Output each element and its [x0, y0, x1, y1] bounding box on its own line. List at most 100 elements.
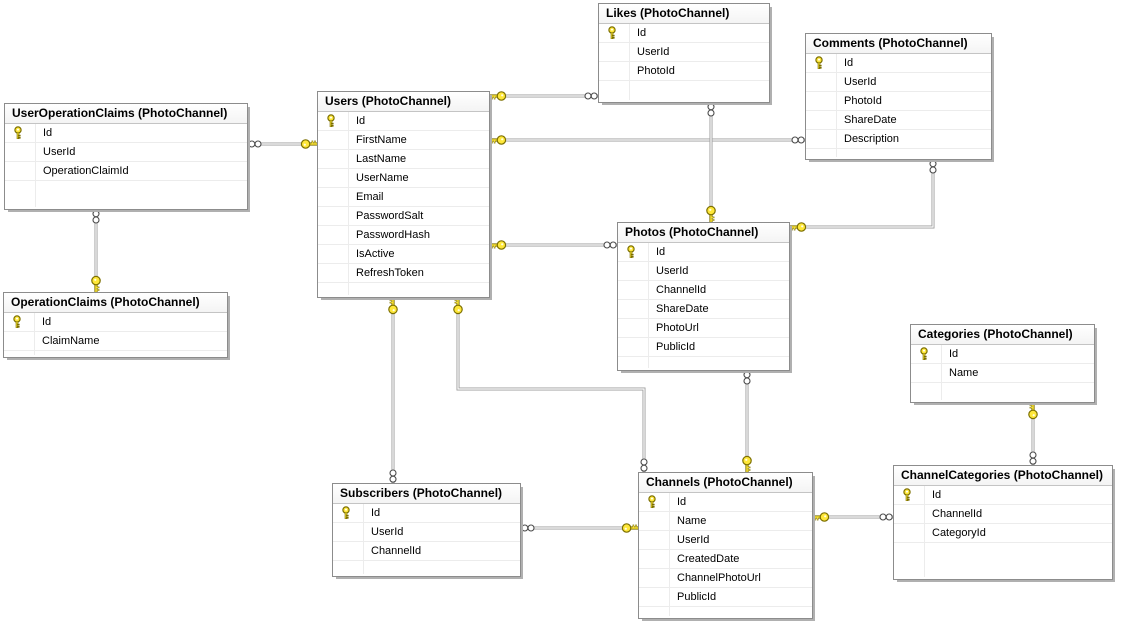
field-name: ShareDate [656, 303, 709, 315]
primary-key-icon [919, 347, 930, 361]
field-row-ChannelCategories-ChannelId[interactable]: ChannelId [894, 505, 1112, 524]
field-row-Comments-ShareDate[interactable]: ShareDate [806, 111, 991, 130]
table-title-Photos[interactable]: Photos (PhotoChannel) [618, 223, 789, 243]
field-name: Id [932, 489, 942, 501]
table-title-Categories[interactable]: Categories (PhotoChannel) [911, 325, 1094, 345]
field-row-Channels-PublicId[interactable]: PublicId [639, 588, 812, 607]
field-row-Subscribers-Id[interactable]: Id [333, 504, 520, 523]
table-title-Likes[interactable]: Likes (PhotoChannel) [599, 4, 769, 24]
table-title-Subscribers[interactable]: Subscribers (PhotoChannel) [333, 484, 520, 504]
field-row-Photos-PublicId[interactable]: PublicId [618, 338, 789, 357]
field-row-Subscribers-ChannelId[interactable]: ChannelId [333, 542, 520, 561]
field-name: Id [637, 27, 647, 39]
relationship-OperationClaims-UserOperationClaims[interactable] [91, 210, 101, 292]
relationship-Users-Likes[interactable] [490, 91, 598, 101]
field-row-Channels-Id[interactable]: Id [639, 493, 812, 512]
relationship-Categories-ChannelCategories[interactable] [1028, 403, 1038, 465]
relationship-Channels-Subscribers[interactable] [521, 523, 638, 533]
table-title-UserOperationClaims[interactable]: UserOperationClaims (PhotoChannel) [5, 104, 247, 124]
field-row-Comments-Id[interactable]: Id [806, 54, 991, 73]
relationship-Users-Subscribers[interactable] [388, 298, 398, 483]
field-row-ChannelCategories-Id[interactable]: Id [894, 486, 1112, 505]
field-row-UserOperationClaims-Id[interactable]: Id [5, 124, 247, 143]
field-row-UserOperationClaims-UserId[interactable]: UserId [5, 143, 247, 162]
field-row-Users-FirstName[interactable]: FirstName [318, 131, 489, 150]
primary-key-icon [341, 506, 352, 520]
field-row-Photos-ShareDate[interactable]: ShareDate [618, 300, 789, 319]
table-title-OperationClaims[interactable]: OperationClaims (PhotoChannel) [4, 293, 227, 313]
field-row-Channels-UserId[interactable]: UserId [639, 531, 812, 550]
field-row-Likes-PhotoId[interactable]: PhotoId [599, 62, 769, 81]
infinity-icon [1029, 451, 1037, 465]
field-row-Channels-ChannelPhotoUrl[interactable]: ChannelPhotoUrl [639, 569, 812, 588]
relationship-Photos-Likes[interactable] [706, 103, 716, 222]
field-row-OperationClaims-Id[interactable]: Id [4, 313, 227, 332]
field-row-Channels-CreatedDate[interactable]: CreatedDate [639, 550, 812, 569]
infinity-icon [389, 469, 397, 483]
field-name: Id [677, 496, 687, 508]
table-title-ChannelCategories[interactable]: ChannelCategories (PhotoChannel) [894, 466, 1112, 486]
field-row-Users-RefreshToken[interactable]: RefreshToken [318, 264, 489, 283]
field-row-Photos-PhotoUrl[interactable]: PhotoUrl [618, 319, 789, 338]
field-row-Likes-Id[interactable]: Id [599, 24, 769, 43]
field-row-Photos-Id[interactable]: Id [618, 243, 789, 262]
field-row-UserOperationClaims-OperationClaimId[interactable]: OperationClaimId [5, 162, 247, 181]
field-row-Channels-Name[interactable]: Name [639, 512, 812, 531]
field-row-Comments-UserId[interactable]: UserId [806, 73, 991, 92]
field-row-Users-IsActive[interactable]: IsActive [318, 245, 489, 264]
table-title-Comments[interactable]: Comments (PhotoChannel) [806, 34, 991, 54]
relationship-Photos-Comments[interactable] [790, 160, 937, 232]
field-row-Comments-Description[interactable]: Description [806, 130, 991, 149]
primary-key-icon [607, 26, 618, 40]
relationship-Users-Comments[interactable] [490, 135, 805, 145]
infinity-icon [92, 210, 100, 224]
key-icon [490, 135, 507, 145]
field-row-Categories-Name[interactable]: Name [911, 364, 1094, 383]
field-name: ChannelId [371, 545, 422, 557]
field-row-Users-PasswordSalt[interactable]: PasswordSalt [318, 207, 489, 226]
field-row-Users-UserName[interactable]: UserName [318, 169, 489, 188]
field-row-Photos-ChannelId[interactable]: ChannelId [618, 281, 789, 300]
field-row-Users-LastName[interactable]: LastName [318, 150, 489, 169]
relationship-Channels-Photos[interactable] [742, 371, 752, 472]
field-row-Users-Email[interactable]: Email [318, 188, 489, 207]
field-row-OperationClaims-ClaimName[interactable]: ClaimName [4, 332, 227, 351]
field-name: Id [356, 115, 366, 127]
table-title-Channels[interactable]: Channels (PhotoChannel) [639, 473, 812, 493]
field-name: UserName [356, 172, 409, 184]
field-name: ChannelPhotoUrl [677, 572, 761, 584]
field-row-Comments-PhotoId[interactable]: PhotoId [806, 92, 991, 111]
field-row-Likes-UserId[interactable]: UserId [599, 43, 769, 62]
field-name: PhotoId [844, 95, 882, 107]
field-row-Categories-Id[interactable]: Id [911, 345, 1094, 364]
field-row-ChannelCategories-CategoryId[interactable]: CategoryId [894, 524, 1112, 543]
field-name: Description [844, 133, 900, 145]
field-name: Id [42, 316, 52, 328]
field-name: PasswordHash [356, 229, 430, 241]
table-title-Users[interactable]: Users (PhotoChannel) [318, 92, 489, 112]
field-row-Photos-UserId[interactable]: UserId [618, 262, 789, 281]
relationship-Channels-ChannelCategories[interactable] [813, 512, 893, 522]
relationship-Users-Channels[interactable] [453, 298, 648, 472]
field-row-Users-PasswordHash[interactable]: PasswordHash [318, 226, 489, 245]
field-row-Users-Id[interactable]: Id [318, 112, 489, 131]
field-name: FirstName [356, 134, 407, 146]
relationship-Users-Photos[interactable] [490, 240, 617, 250]
field-name: Id [949, 348, 959, 360]
field-row-Subscribers-UserId[interactable]: UserId [333, 523, 520, 542]
relationship-Users-UserOperationClaims[interactable] [248, 139, 317, 149]
